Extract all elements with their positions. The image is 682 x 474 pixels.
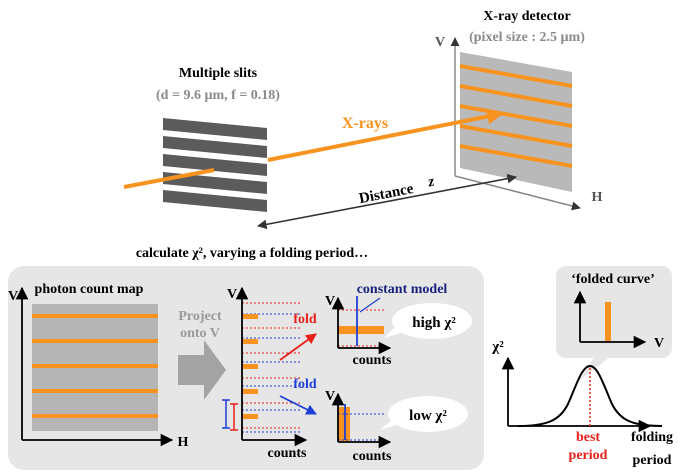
- detector-axis-v-label: V: [435, 35, 445, 50]
- project-arrow: [178, 340, 226, 400]
- map-title: photon count map: [35, 282, 144, 297]
- detector-title: X-ray detector: [483, 9, 570, 24]
- project-label-2: onto V: [180, 326, 220, 341]
- distance-arrow: [257, 173, 517, 230]
- profile-axis-v-label: V: [227, 287, 237, 302]
- folded-curve-title: ‘folded curve’: [571, 272, 655, 287]
- detector-params: (pixel size : 2.5 µm): [469, 30, 585, 45]
- high-axis-v-label: V: [325, 294, 335, 309]
- xray-beam: [123, 108, 504, 189]
- fold-arrow-top: [279, 333, 317, 361]
- slits-params: (d = 9.6 µm, f = 0.18): [156, 88, 280, 103]
- low-chi-label: low χ²: [409, 408, 447, 424]
- low-axis-v-label: V: [325, 389, 335, 404]
- multiple-slits: [163, 118, 267, 212]
- high-axis-counts-label: counts: [353, 353, 392, 368]
- distance-label: Distance: [358, 181, 415, 207]
- top-scene: Multiple slits (d = 9.6 µm, f = 0.18) X-…: [123, 9, 603, 230]
- folded-curve-inset: [556, 266, 672, 380]
- constant-model-pointer: [359, 297, 381, 313]
- caption: calculate χ², varying a folding period…: [136, 246, 368, 261]
- map-axis-h-label: H: [178, 435, 189, 450]
- folding-period-label-2: period: [633, 453, 672, 468]
- fold-arrow-bottom: [279, 395, 317, 415]
- slits-title: Multiple slits: [179, 66, 258, 81]
- folded-plot-high: [331, 296, 392, 355]
- low-chi-bubble: [380, 396, 468, 432]
- beam-label: X-rays: [342, 115, 388, 132]
- fold-label-top: fold: [293, 312, 317, 327]
- folded-plot-low: [331, 392, 392, 449]
- chi2-axis-label: χ²: [491, 339, 504, 355]
- photon-count-map: [15, 286, 174, 447]
- xray-detector: [459, 52, 573, 192]
- low-axis-counts-label: counts: [353, 449, 392, 464]
- profile-axis-counts-label: counts: [268, 446, 307, 461]
- fold-label-bottom: fold: [293, 377, 317, 392]
- project-label-1: Project: [178, 309, 222, 324]
- best-period-label-1: best: [576, 430, 600, 445]
- folding-period-label-1: folding: [631, 430, 673, 445]
- folded-axis-v-label: V: [654, 336, 664, 351]
- distance-symbol: z: [426, 174, 436, 191]
- high-chi-bubble: [384, 303, 472, 339]
- map-axis-v-label: V: [8, 289, 18, 304]
- best-period-label-2: period: [569, 448, 608, 463]
- chi2-period-plot: [501, 356, 663, 433]
- high-chi-label: high χ²: [412, 315, 456, 331]
- detector-axis-h-label: H: [592, 190, 603, 205]
- constant-model-label: constant model: [357, 282, 448, 297]
